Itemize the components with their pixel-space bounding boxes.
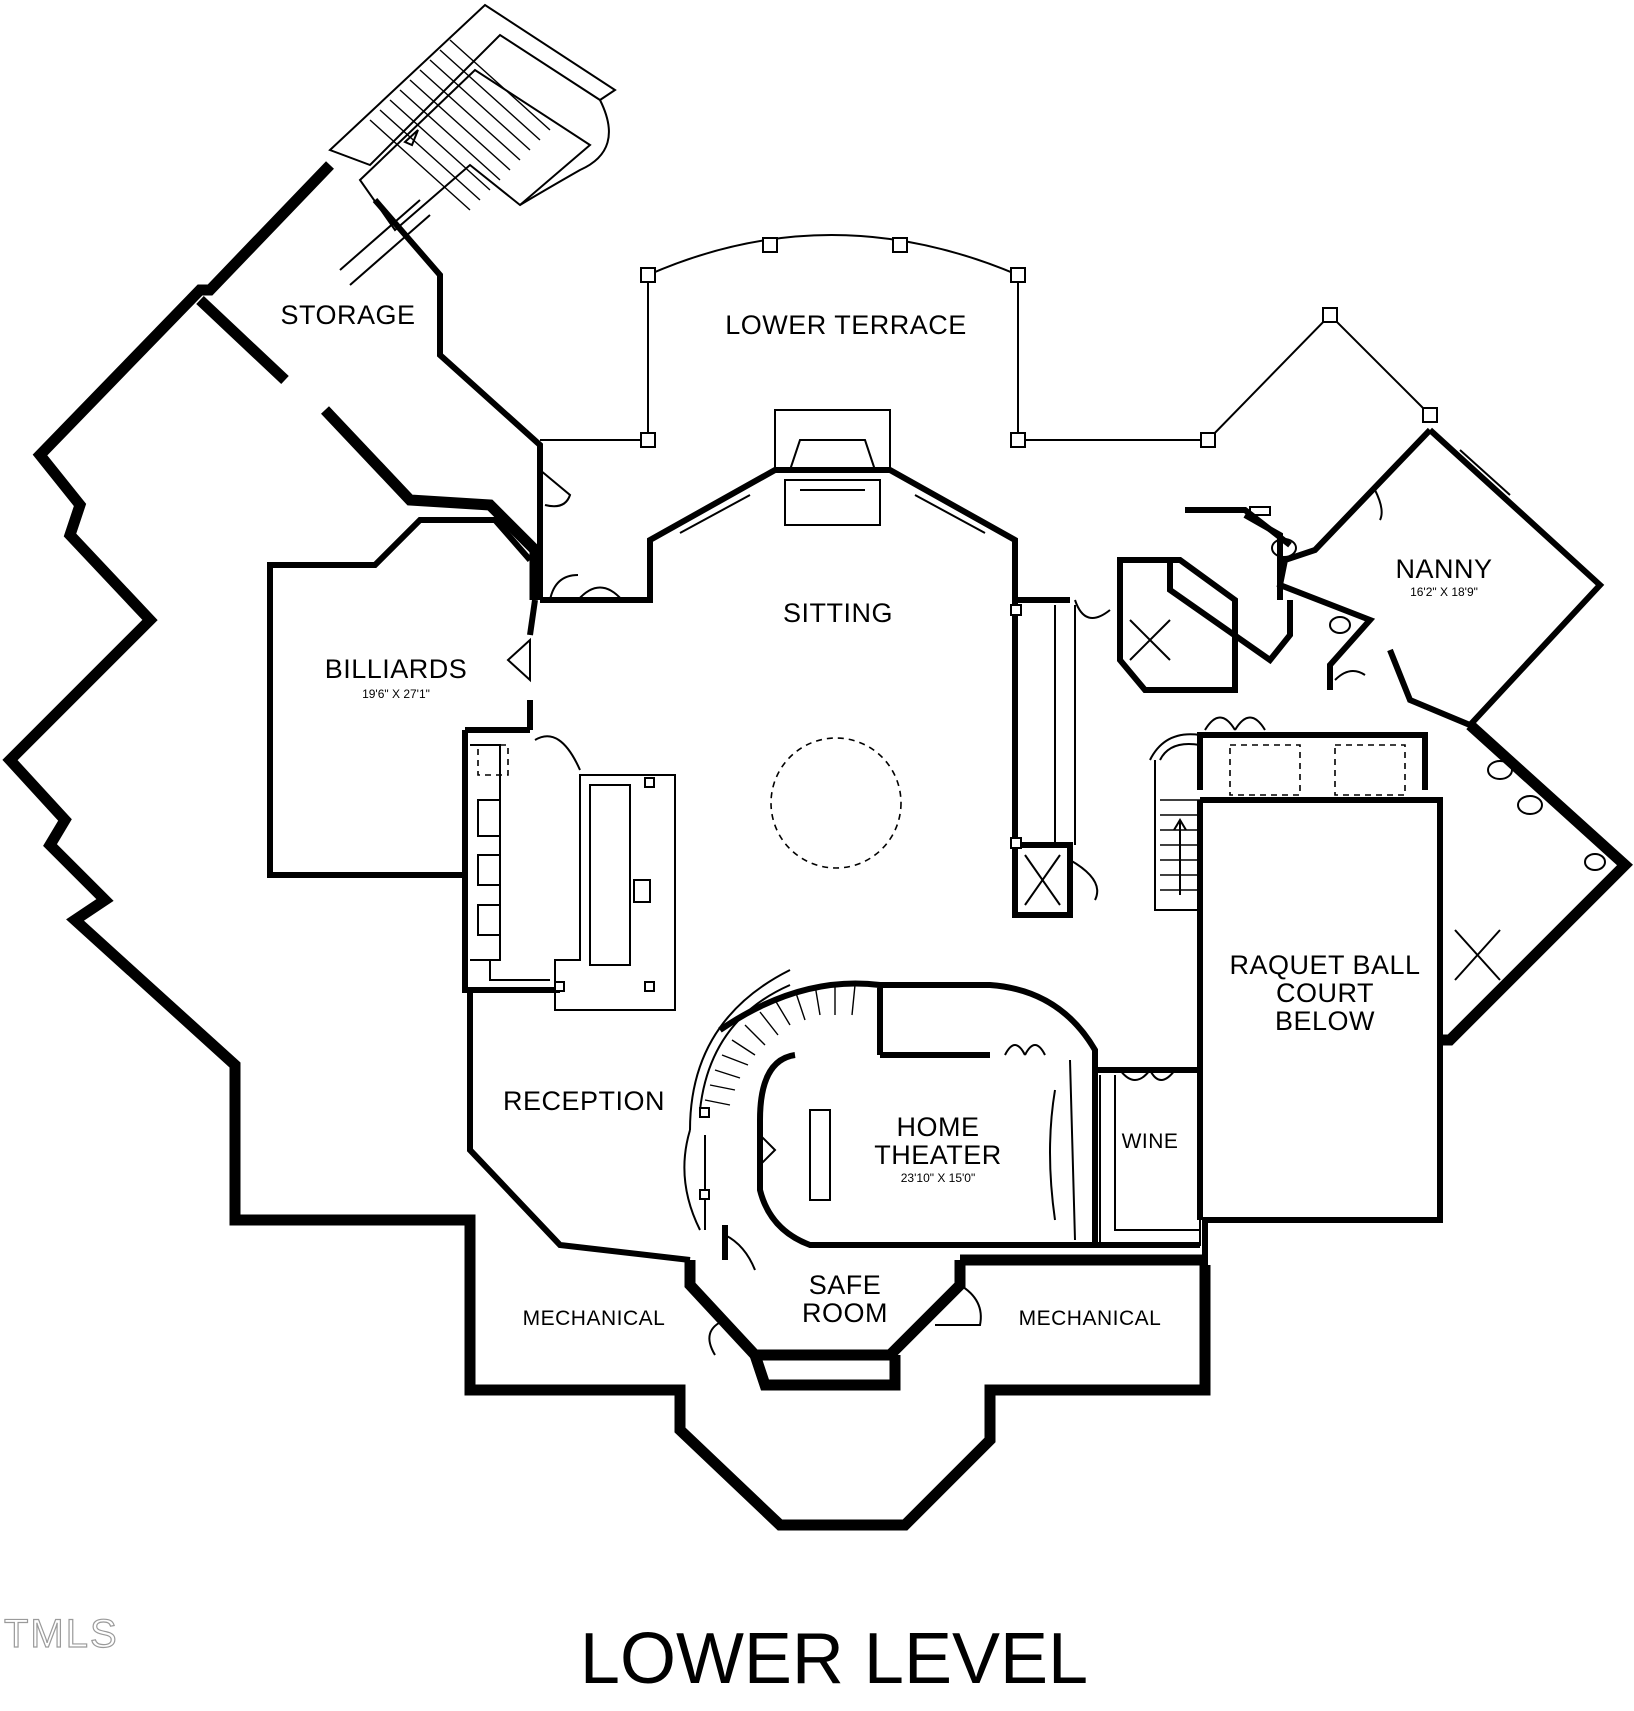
- home-theater-label-2: THEATER: [874, 1140, 1002, 1170]
- safe-room-label-1: SAFE: [809, 1270, 882, 1300]
- exterior-stair: [328, 3, 617, 286]
- reception-label: RECEPTION: [503, 1086, 665, 1116]
- lower-terrace-outline: [540, 234, 1438, 448]
- nanny-label: NANNY: [1395, 554, 1492, 584]
- mechanical-left-label: MECHANICAL: [523, 1307, 666, 1330]
- home-theater-label-1: HOME: [897, 1112, 980, 1142]
- storage-label: STORAGE: [280, 300, 415, 330]
- raquet-ball-label-1: RAQUET BALL: [1229, 950, 1420, 980]
- columns: [1010, 604, 1076, 906]
- interior-stair: [1149, 733, 1201, 911]
- fireplace: [774, 409, 891, 526]
- mechanical-right-label: MECHANICAL: [1019, 1307, 1162, 1330]
- raquet-ball-label-2: COURT: [1276, 978, 1374, 1008]
- billiards-dimensions: 19'6" X 27'1": [362, 687, 430, 701]
- raquet-ball-label-3: BELOW: [1275, 1006, 1375, 1036]
- rug-outline: [770, 737, 902, 869]
- doors: [506, 469, 1383, 1356]
- watermark-logo: TMLS: [4, 1612, 119, 1656]
- nanny-dimensions: 16'2" X 18'9": [1410, 585, 1478, 599]
- lower-terrace-label: LOWER TERRACE: [725, 310, 967, 340]
- bath-fixtures: [1129, 506, 1606, 981]
- theater-fixtures: [809, 1059, 1076, 1241]
- home-theater-dimensions: 23'10" X 15'0": [901, 1171, 976, 1185]
- billiards-label: BILLIARDS: [325, 654, 468, 684]
- wine-label: WINE: [1122, 1130, 1179, 1153]
- exterior-walls: [2, 161, 1633, 1531]
- wine-racks: [1099, 1075, 1201, 1246]
- kitchen-island: [470, 744, 676, 1011]
- curved-stair: [683, 969, 856, 1231]
- windows: [674, 449, 1511, 534]
- sitting-label: SITTING: [783, 598, 893, 628]
- safe-room-label-2: ROOM: [802, 1298, 888, 1328]
- level-title: LOWER LEVEL: [580, 1619, 1088, 1699]
